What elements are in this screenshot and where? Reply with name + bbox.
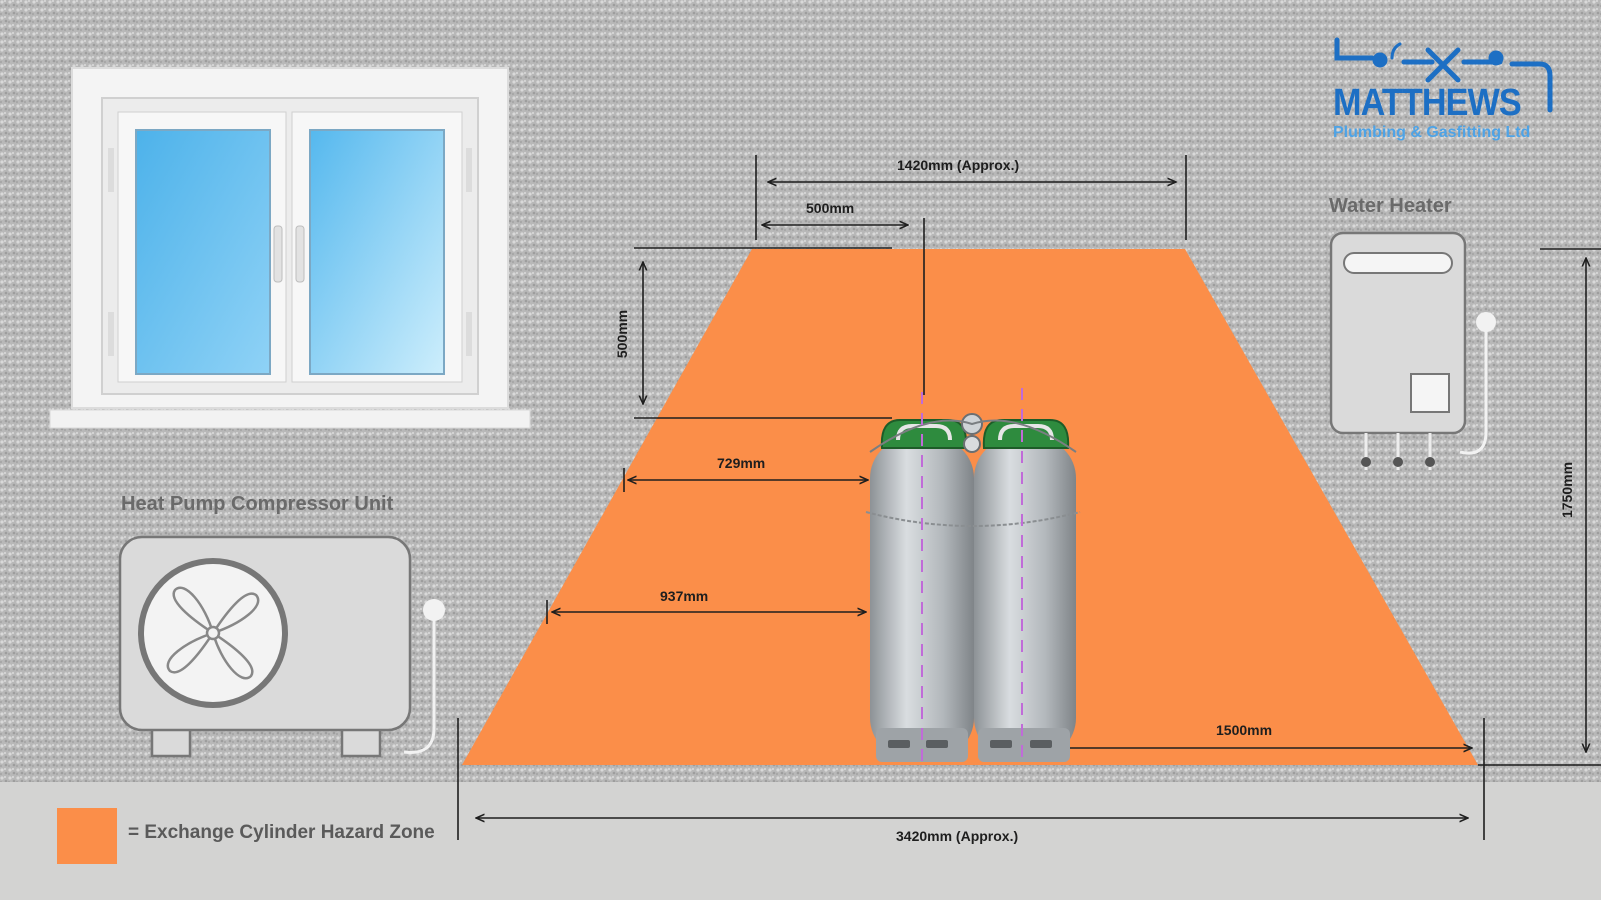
logo-icon (1334, 37, 1553, 113)
logo-brand-name: MATTHEWS (1333, 82, 1522, 124)
gas-cylinder-icon (865, 388, 1081, 762)
width-937-label: 937mm (660, 588, 709, 604)
legend-swatch (57, 808, 117, 864)
width-500-label: 500mm (806, 200, 855, 216)
fan-icon (166, 586, 260, 680)
width-bottom-label: 3420mm (Approx.) (896, 828, 1019, 844)
floor (0, 782, 1601, 900)
water-heater-label: Water Heater (1329, 195, 1452, 217)
wrench-icon (1372, 47, 1504, 83)
water-heater-icon (1329, 231, 1496, 470)
width-729-label: 729mm (717, 455, 766, 471)
dimension-lines (457, 155, 1601, 840)
height-1750-label: 1750mm (1559, 461, 1576, 519)
height-500-label: 500mm (614, 309, 631, 359)
legend-label: = Exchange Cylinder Hazard Zone (128, 822, 435, 843)
heat-pump-icon (118, 535, 445, 758)
logo-subtitle: Plumbing & Gasfitting Ltd (1333, 124, 1531, 141)
heat-pump-label: Heat Pump Compressor Unit (121, 493, 394, 515)
width-top-label: 1420mm (Approx.) (897, 157, 1020, 173)
width-1500-label: 1500mm (1216, 722, 1273, 738)
window-icon (49, 67, 531, 429)
